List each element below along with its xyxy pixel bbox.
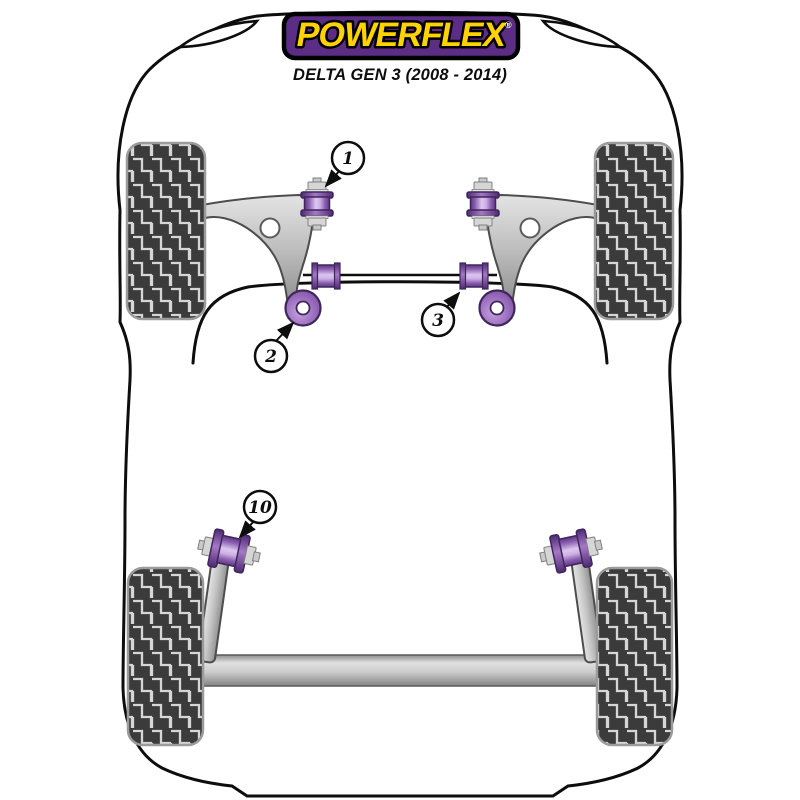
car-body-outline bbox=[116, 10, 684, 798]
front-subframe-arc bbox=[191, 280, 609, 365]
left-mirror-shape bbox=[176, 19, 260, 49]
front-right-control-arm bbox=[484, 194, 599, 306]
vehicle-model-subtitle: DELTA GEN 3 (2008 - 2014) bbox=[293, 65, 507, 84]
callout-3: 3 bbox=[420, 302, 456, 338]
front-left-arm-rear-bushing bbox=[284, 289, 322, 327]
rear-axle-beam bbox=[147, 654, 653, 687]
callout-1-number: 1 bbox=[342, 149, 354, 169]
callout-2-arrow bbox=[275, 321, 295, 342]
rear-left-beam-mount-bushing bbox=[193, 525, 265, 577]
callout-3-arrow bbox=[443, 291, 461, 310]
front-right-arm-rear-bushing bbox=[478, 289, 516, 327]
powerflex-logo: POWERFLEX ® bbox=[281, 11, 521, 61]
registered-trademark: ® bbox=[505, 20, 512, 30]
rear-right-tire bbox=[595, 566, 674, 747]
front-right-anti-roll-bar-bushing bbox=[459, 262, 489, 290]
rear-left-tire bbox=[126, 566, 205, 747]
front-left-anti-roll-bar-bushing bbox=[311, 262, 341, 290]
callout-2-number: 2 bbox=[264, 347, 277, 367]
front-left-tire bbox=[125, 141, 207, 321]
callout-10-arrow bbox=[238, 520, 256, 539]
callout-2: 2 bbox=[253, 338, 289, 374]
callout-10-number: 10 bbox=[248, 498, 272, 518]
callout-10: 10 bbox=[242, 489, 278, 525]
rear-right-beam-mount-bushing bbox=[535, 525, 607, 577]
callout-1: 1 bbox=[330, 140, 366, 176]
right-mirror-shape bbox=[540, 19, 624, 49]
front-right-tire bbox=[593, 141, 675, 321]
logo-wordmark: POWERFLEX bbox=[294, 16, 510, 54]
front-left-control-arm bbox=[201, 194, 316, 306]
callout-3-number: 3 bbox=[432, 311, 444, 331]
